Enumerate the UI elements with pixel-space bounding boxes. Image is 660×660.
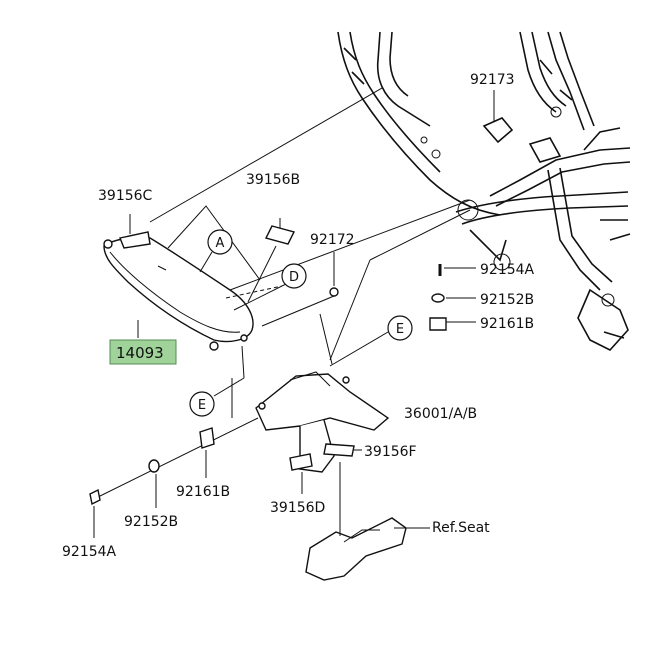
bolt-92154A-left (89, 488, 101, 538)
label-92152B-left: 92152B (124, 514, 178, 530)
pad-39156F (323, 443, 362, 457)
callout-A: A (199, 229, 233, 273)
label-92172: 92172 (310, 232, 355, 248)
washer-92152B-right (431, 293, 476, 303)
label-92154A-right: 92154A (480, 262, 535, 278)
label-39156F: 39156F (364, 444, 417, 460)
callout-E-left: E (189, 345, 245, 417)
grommet-92161B-right (429, 317, 476, 331)
grommet-92161B-left (199, 427, 215, 478)
label-36001: 36001/A/B (404, 406, 477, 422)
frame-leader-line (149, 87, 383, 223)
callout-E-right: E (329, 315, 413, 367)
label-14093-highlight (109, 339, 177, 365)
pad-39156B (247, 218, 296, 303)
label-92154A-left: 92154A (62, 544, 117, 560)
label-ref-seat: Ref.Seat (432, 520, 490, 536)
screw-92172 (261, 252, 339, 327)
svg-text:D: D (289, 270, 299, 285)
callout-D: D (281, 263, 307, 289)
washer-92152B-left (148, 459, 160, 508)
label-92173: 92173 (470, 72, 515, 88)
label-39156B: 39156B (246, 172, 300, 188)
fastener-axis-left (95, 417, 259, 499)
label-92161B-right: 92161B (480, 316, 534, 332)
pad-39156D (289, 453, 313, 494)
motorcycle-frame (337, 31, 631, 351)
side-cover-part (103, 231, 254, 351)
seat-ref-part (305, 462, 430, 581)
label-39156C: 39156C (98, 188, 153, 204)
label-92161B-left: 92161B (176, 484, 230, 500)
svg-text:E: E (198, 398, 206, 413)
bolt-92154A-right (438, 264, 476, 276)
label-14093: 14093 (116, 344, 164, 362)
label-92152B-right: 92152B (480, 292, 534, 308)
svg-text:E: E (396, 322, 404, 337)
label-39156D: 39156D (270, 500, 325, 516)
svg-text:A: A (216, 236, 225, 251)
